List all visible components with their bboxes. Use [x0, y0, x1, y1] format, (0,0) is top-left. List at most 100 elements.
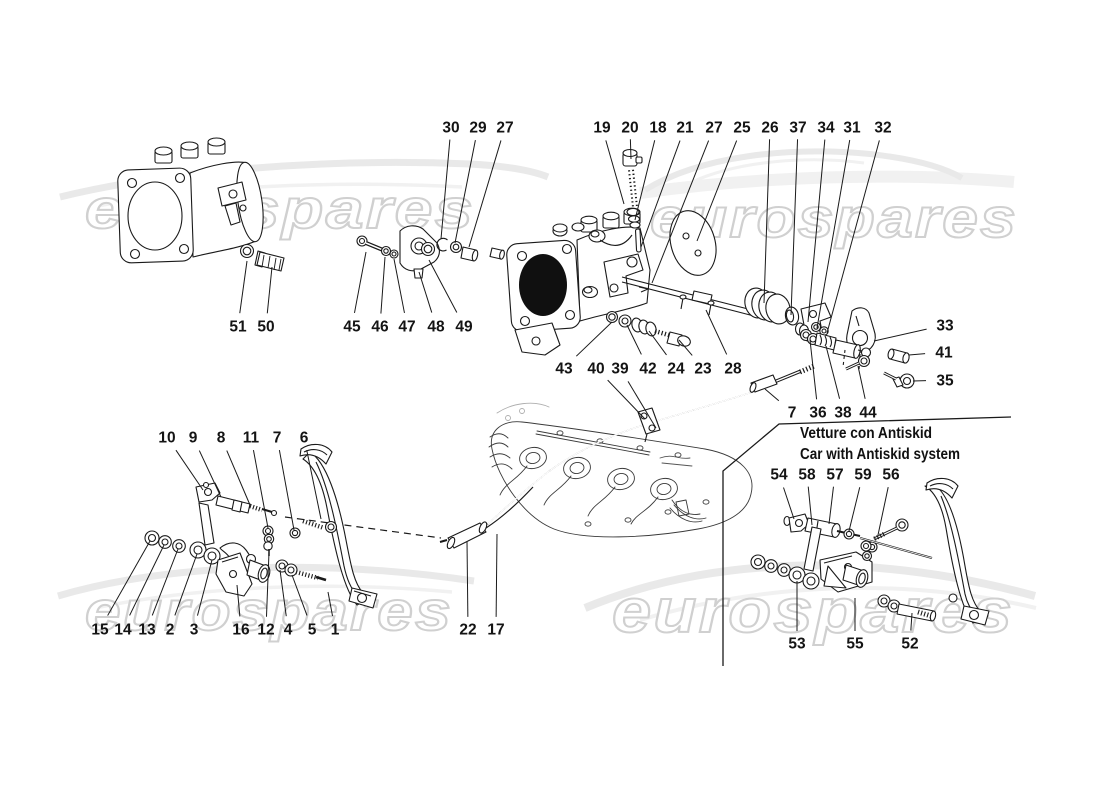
leader-line-37 [790, 139, 799, 316]
part-label-29: 29 [469, 120, 487, 137]
leader-line-27 [651, 140, 710, 284]
leader-line-15 [107, 540, 151, 616]
part-label-9: 9 [189, 430, 198, 447]
watermark-bottom-right: eurospares [583, 561, 1037, 647]
part-label-33: 33 [936, 318, 954, 335]
part-label-40: 40 [587, 361, 604, 378]
master-cylinder-left [117, 137, 285, 272]
part-label-35: 35 [936, 373, 954, 390]
leader-line-23 [678, 339, 693, 356]
part-label-14: 14 [114, 622, 132, 639]
pedal-arm [299, 443, 378, 609]
part-label-19: 19 [593, 120, 611, 137]
leader-line-1 [327, 591, 334, 617]
leader-line-44 [857, 365, 866, 399]
part-label-4: 4 [284, 622, 293, 639]
handbrake-cable [284, 363, 815, 550]
leader-line-14 [129, 544, 165, 616]
cable-dashed-continuation [284, 516, 442, 539]
relief-valve-parts [605, 310, 691, 347]
clutch-release-lever [846, 307, 876, 353]
leader-line-31 [816, 139, 851, 329]
antiskid-section-divider [722, 416, 1012, 666]
part-label-3: 3 [190, 622, 199, 639]
leader-line-30 [440, 139, 451, 240]
brake-light-switch [356, 225, 505, 279]
part-label-5: 5 [308, 622, 317, 639]
leader-line-18 [634, 140, 656, 221]
cable-end-ferrule [439, 486, 534, 550]
cable-sheath-ticks [487, 390, 757, 525]
cover-plate [669, 210, 717, 276]
part-label-54: 54 [770, 467, 788, 484]
part-label-1: 1 [331, 622, 340, 639]
leader-line-56 [877, 487, 889, 536]
part-label-7: 7 [788, 405, 797, 422]
leader-lines-layer [107, 139, 927, 631]
leader-line-41 [908, 353, 926, 356]
part-label-53: 53 [788, 636, 806, 653]
part-label-16: 16 [232, 622, 250, 639]
car-silhouette-swoosh [99, 584, 453, 609]
pump-caps [552, 207, 641, 237]
antiskid-linkage [750, 513, 937, 622]
leader-line-4 [279, 569, 287, 617]
cable-clamp [637, 407, 661, 443]
leader-line-21 [640, 140, 681, 248]
part-label-26: 26 [761, 120, 779, 137]
antiskid-caption-line2: Car with Antiskid system [800, 446, 960, 463]
part-label-39: 39 [611, 361, 629, 378]
antiskid-pedal-arm [924, 477, 990, 626]
leader-line-11 [252, 449, 269, 529]
part-label-56: 56 [882, 467, 900, 484]
part-label-11: 11 [243, 430, 260, 447]
leader-line-39 [627, 381, 657, 429]
leader-line-24 [648, 330, 667, 356]
part-label-15: 15 [91, 622, 109, 639]
part-label-6: 6 [300, 430, 309, 447]
part-label-38: 38 [834, 405, 852, 422]
part-label-34: 34 [817, 120, 835, 137]
part-label-42: 42 [639, 361, 656, 378]
part-label-51: 51 [229, 319, 247, 336]
leader-line-59 [848, 487, 861, 532]
leader-line-47 [393, 258, 405, 314]
leader-line-12 [265, 551, 270, 617]
leader-line-36 [809, 339, 818, 400]
watermark-text: eurospares [612, 577, 1014, 646]
leader-line-5 [291, 574, 308, 616]
part-label-23: 23 [694, 361, 712, 378]
leader-line-50 [266, 266, 273, 314]
leader-line-27 [468, 140, 502, 248]
car-silhouette-swoosh [643, 148, 964, 193]
part-label-25: 25 [733, 120, 751, 137]
bolt-35 [883, 371, 915, 389]
antiskid-pedal-assembly [750, 477, 990, 626]
leader-line-26 [763, 139, 771, 304]
leader-line-33 [873, 328, 927, 342]
leader-line-45 [353, 251, 367, 314]
leader-line-54 [783, 487, 795, 520]
engine-cam-cover [488, 402, 753, 538]
leader-line-16 [236, 584, 241, 617]
leader-line-49 [428, 259, 458, 313]
part-label-37: 37 [789, 120, 806, 137]
part-label-10: 10 [158, 430, 175, 447]
part-label-36: 36 [809, 405, 827, 422]
reservoir-caps [154, 137, 226, 164]
part-label-2: 2 [166, 622, 175, 639]
leader-line-10 [175, 449, 204, 491]
part-label-32: 32 [874, 120, 891, 137]
car-silhouette-swoosh [639, 170, 1015, 199]
leader-line-52 [910, 612, 913, 631]
part-label-46: 46 [371, 319, 389, 336]
leader-line-25 [696, 140, 738, 242]
part-label-52: 52 [901, 636, 918, 653]
leader-line-9 [198, 450, 222, 498]
leader-line-42 [626, 324, 642, 355]
leader-line-48 [418, 271, 433, 313]
part-label-8: 8 [217, 430, 226, 447]
leader-line-46 [380, 256, 386, 314]
